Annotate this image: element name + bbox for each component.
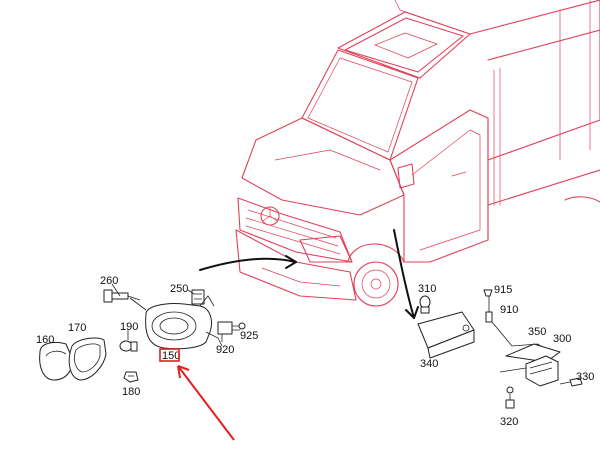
callout-150[interactable]: 150 <box>162 350 180 362</box>
part-250-clip <box>187 289 205 305</box>
part-920-925-connector <box>217 321 246 342</box>
part-160-lens <box>39 341 73 381</box>
callout-160[interactable]: 160 <box>36 334 54 346</box>
callout-260[interactable]: 260 <box>100 275 118 287</box>
callout-170[interactable]: 170 <box>68 322 86 334</box>
callout-330[interactable]: 330 <box>576 371 594 383</box>
callout-350[interactable]: 350 <box>528 326 546 338</box>
callout-920[interactable]: 920 <box>216 344 234 356</box>
part-150-fog-lamp <box>129 295 223 350</box>
callout-320[interactable]: 320 <box>500 416 518 428</box>
callout-910[interactable]: 910 <box>500 304 518 316</box>
callout-340[interactable]: 340 <box>420 358 438 370</box>
callout-190[interactable]: 190 <box>120 321 138 333</box>
pointer-arrows <box>199 229 419 319</box>
callout-180[interactable]: 180 <box>122 386 140 398</box>
part-260-screw <box>103 283 141 303</box>
part-300-350-bracket <box>499 343 561 394</box>
highlight-box-150 <box>159 348 180 362</box>
part-330-screw <box>559 377 583 387</box>
part-170-frame <box>68 337 107 381</box>
callout-925[interactable]: 925 <box>240 330 258 342</box>
part-340-lamp <box>417 311 475 359</box>
part-180-clip <box>123 371 139 383</box>
marker-lamp-parts <box>417 289 583 409</box>
part-320-nut <box>505 394 515 409</box>
callout-labels: 260 250 160 170 190 150 180 920 925 310 … <box>36 275 594 428</box>
callout-250[interactable]: 250 <box>170 283 188 295</box>
part-190-bulb <box>119 330 138 352</box>
part-310-bulb <box>419 295 431 314</box>
fog-lamp-parts <box>39 283 246 383</box>
callout-310[interactable]: 310 <box>418 283 436 295</box>
red-annotation-arrow <box>177 365 235 441</box>
vehicle-drawing <box>235 0 600 307</box>
callout-915[interactable]: 915 <box>494 284 512 296</box>
callout-300[interactable]: 300 <box>553 333 571 345</box>
part-915-910-fasteners <box>483 289 547 351</box>
